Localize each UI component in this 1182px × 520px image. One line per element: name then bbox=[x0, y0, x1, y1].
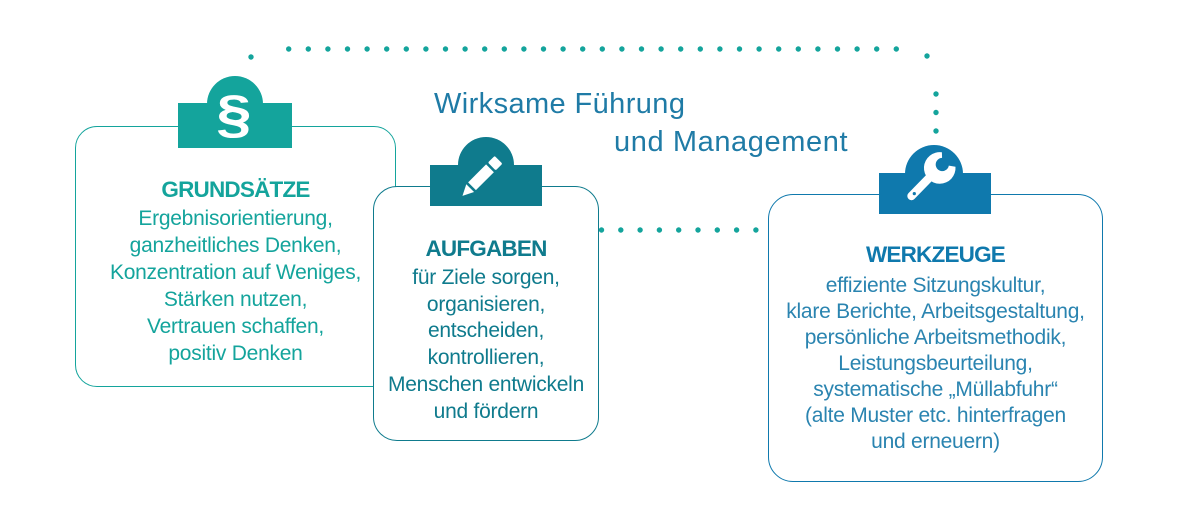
svg-text:§: § bbox=[216, 85, 251, 144]
